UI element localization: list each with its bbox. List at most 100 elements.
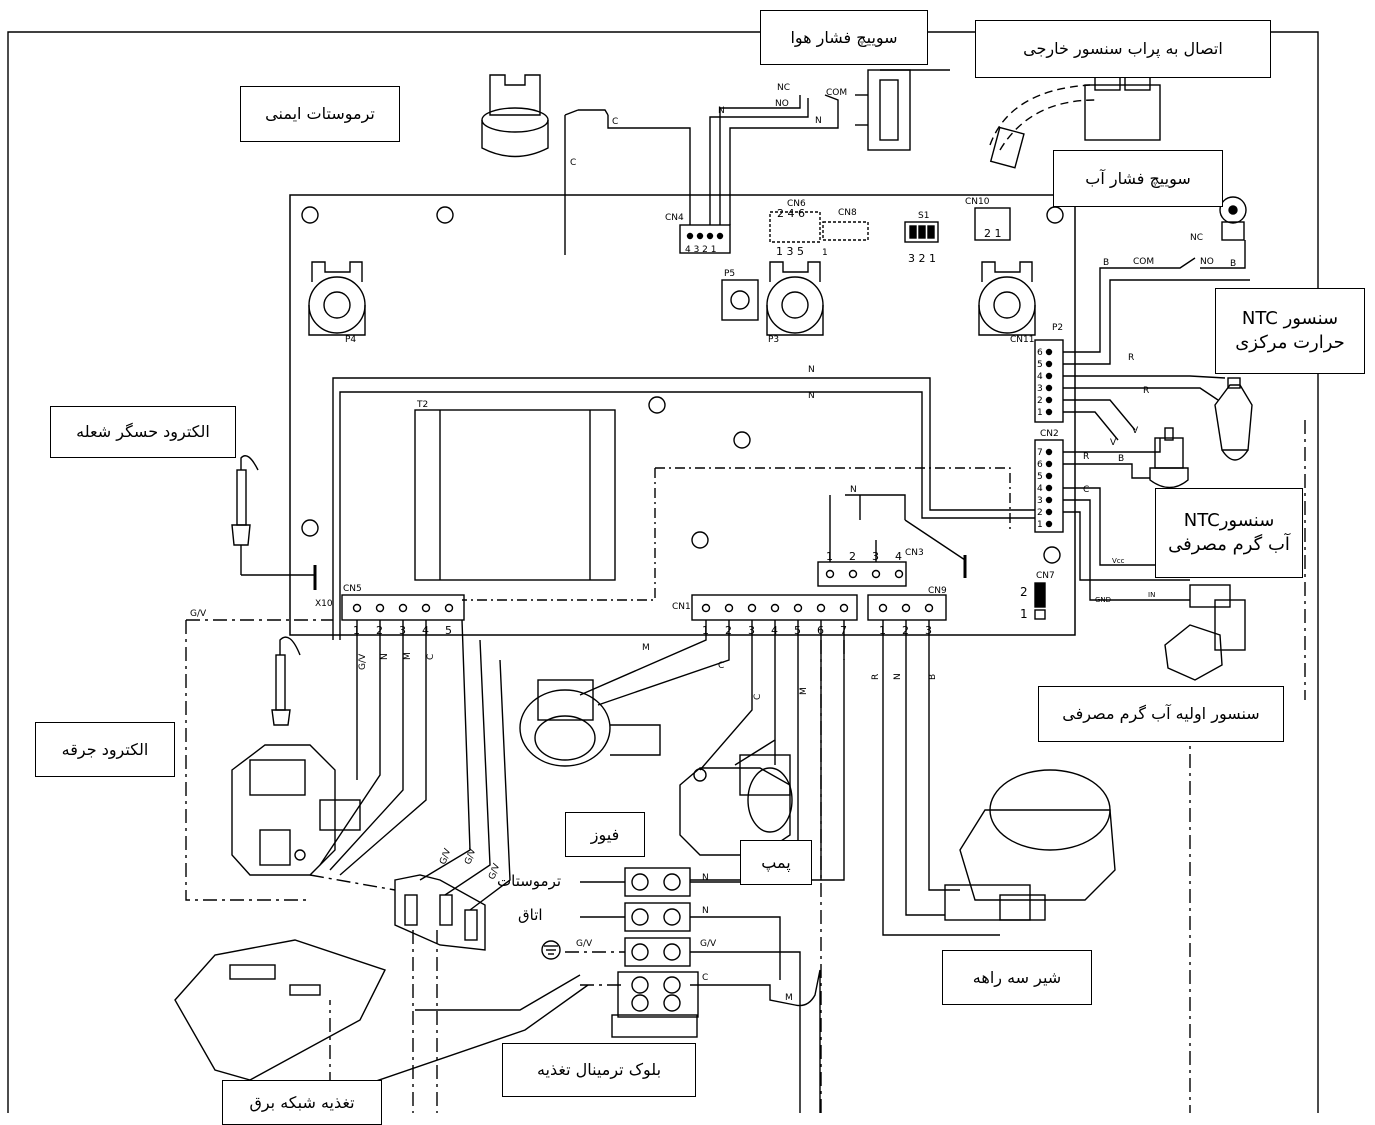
- label-t2: T2: [416, 400, 428, 410]
- wire-m-pump: M: [799, 687, 809, 695]
- pin-number: 5: [1037, 360, 1043, 370]
- pin-number: 3: [925, 624, 932, 637]
- pin-number: 3: [748, 624, 755, 637]
- label-cn10-pins: 2 1: [984, 227, 1002, 240]
- label-cn7-pin1: 1: [1020, 607, 1028, 621]
- callout-air-pressure-switch: سوییچ فشار هوا: [760, 10, 928, 65]
- wire-r-ntc1: R: [1128, 353, 1134, 363]
- three-way-valve: [944, 769, 1116, 921]
- callout-ignition-electrode: الکترود جرقه: [35, 722, 175, 777]
- callout-safety-thermostat: ترموستات ایمنی: [240, 86, 400, 142]
- pin-number: 1: [826, 550, 833, 563]
- pin-number: 5: [445, 624, 452, 637]
- external-sensor-connector: [1084, 69, 1161, 141]
- wire-v2: V: [1110, 438, 1117, 448]
- pin-number: 5: [1037, 472, 1043, 482]
- callout-line: سنسور NTC: [1241, 307, 1339, 329]
- wire-gv-t1: G/V: [438, 847, 453, 866]
- pin-number: 7: [1037, 448, 1043, 458]
- mounting-bracket: [174, 939, 386, 1081]
- wire-n-term1: N: [702, 873, 709, 883]
- wire-n-cn5: N: [380, 653, 390, 660]
- pin-number: 5: [794, 624, 801, 637]
- wire-m-cn1: M: [642, 643, 650, 653]
- pin-number: 3: [1037, 496, 1043, 506]
- wire-c-pump: C: [753, 694, 763, 700]
- callout-line: حرارت مرکزی: [1235, 332, 1345, 353]
- wire-c-cn5: C: [426, 654, 436, 660]
- safety-thermostat: [481, 74, 549, 158]
- pin-number: 6: [1037, 460, 1043, 470]
- wire-r-ntc2: R: [1143, 386, 1149, 396]
- wire-b-water: B: [1103, 258, 1109, 268]
- outer-frame: [7, 31, 1319, 1113]
- primary-dhw-sensor: [1164, 584, 1246, 681]
- pcb-board: [289, 194, 1076, 636]
- callout-fuse: فیوز: [565, 812, 645, 857]
- wire-vcc: Vcc: [1112, 557, 1125, 565]
- fan-blower: [519, 679, 661, 767]
- callout-power-terminal-block: بلوک ترمینال تغذیه: [502, 1043, 696, 1097]
- callout-three-way-valve: شیر سه راهه: [942, 950, 1092, 1005]
- potentiometer-p4: [308, 261, 366, 336]
- label-cn6-bottom: 1 3 5: [776, 245, 804, 258]
- ignition-electrode: [271, 636, 301, 726]
- label-cn7-pin2: 2: [1020, 585, 1028, 599]
- connector-cn10: [974, 207, 1011, 241]
- label-cn9: CN9: [928, 586, 947, 596]
- pin-number: 1: [879, 624, 886, 637]
- pin-number: 4: [1037, 372, 1043, 382]
- wire-n-air1: N: [718, 106, 725, 116]
- pin-number: 6: [817, 624, 824, 637]
- label-cn7: CN7: [1036, 571, 1055, 581]
- callout-line: سنسورNTC: [1183, 509, 1275, 531]
- gas-valve: [231, 744, 361, 876]
- callout-primary-dhw-sensor: سنسور اولیه آب گرم مصرفی: [1038, 686, 1284, 742]
- potentiometer-p3: [766, 261, 824, 336]
- label-cn5: CN5: [343, 584, 362, 594]
- wire-v1: V: [1132, 426, 1139, 436]
- pin-number: 4: [771, 624, 778, 637]
- pin-number: 1: [702, 624, 709, 637]
- callout-flame-electrode: الکترود حسگر شعله: [50, 406, 236, 458]
- wire-n-loop1: N: [808, 365, 815, 375]
- wire-no-air: NO: [775, 99, 789, 109]
- label-cn3: CN3: [905, 548, 924, 558]
- potentiometer-p2: [978, 261, 1036, 336]
- wire-c-cn1: C: [718, 661, 724, 671]
- water-pressure-switch: [1219, 196, 1247, 241]
- wire-n-cn9: N: [893, 673, 903, 680]
- pin-number: 4: [895, 550, 902, 563]
- pin-number: 1: [1037, 408, 1043, 418]
- label-p2: P2: [1052, 323, 1063, 333]
- wire-n-air2: N: [815, 116, 822, 126]
- wire-no-water: NO: [1200, 257, 1214, 267]
- label-room-thermostat-1: ترموستات: [497, 872, 562, 890]
- wire-nc-air: NC: [777, 83, 790, 93]
- label-p3: P3: [768, 335, 779, 345]
- callout-pump: پمپ: [740, 840, 812, 885]
- wire-c-cn2: C: [1083, 485, 1089, 495]
- wire-com-air: COM: [826, 88, 847, 98]
- connector-cn2: [1034, 439, 1064, 533]
- label-s1-pins: 3 2 1: [908, 252, 936, 265]
- wire-gnd: GND: [1095, 596, 1111, 604]
- label-p4: P4: [345, 335, 356, 345]
- pin-number: 2: [1037, 508, 1043, 518]
- wire-b-water2: B: [1230, 259, 1236, 269]
- pin-number: 2: [1037, 396, 1043, 406]
- wire-gv-term-l: G/V: [576, 939, 593, 949]
- label-s1: S1: [918, 211, 929, 221]
- pin-number: 4: [1037, 484, 1043, 494]
- connector-cn3: [817, 561, 907, 587]
- label-cn1: CN1: [672, 602, 691, 612]
- callout-line: آب گرم مصرفی: [1168, 534, 1290, 555]
- ground-lug: [394, 874, 486, 951]
- label-p5: P5: [724, 269, 735, 279]
- callout-ntc-central-heating: سنسور NTC حرارت مرکزی: [1215, 288, 1365, 374]
- label-cn8-pin: 1: [822, 248, 828, 258]
- flame-electrode: [231, 455, 259, 575]
- pin-number: 4: [422, 624, 429, 637]
- transformer-t2: [414, 409, 616, 581]
- label-cn4: CN4: [665, 213, 684, 223]
